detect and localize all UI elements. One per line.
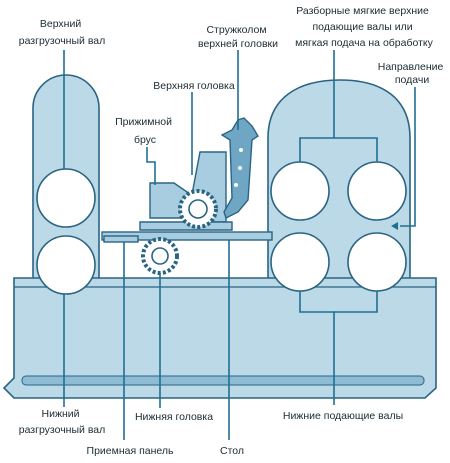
lower-feed-rolls-label: Нижние подающие валы xyxy=(283,410,403,422)
upper-outfeed-roll xyxy=(36,168,96,228)
upper-outfeed-roll-label: Верхний разгрузочный вал xyxy=(19,18,106,47)
lower-feed-roll-right xyxy=(347,232,407,292)
table xyxy=(101,231,273,241)
base-rail xyxy=(21,375,425,386)
infeed-panel xyxy=(103,235,139,243)
lower-outfeed-roll-label: Нижний разгрузочный вал xyxy=(19,408,106,436)
top-head-label: Верхняя головка xyxy=(153,80,235,92)
bottom-head-label: Нижняя головка xyxy=(135,411,213,423)
chipbreaker-bolt-2 xyxy=(238,166,242,170)
lower-outfeed-roll xyxy=(36,235,96,295)
right-housing xyxy=(267,79,411,281)
feed-direction-arrow xyxy=(391,222,398,230)
top-head-assembly xyxy=(139,117,259,231)
chipbreaker-bolt-3 xyxy=(234,183,238,187)
machine-body xyxy=(2,74,437,399)
infeed-panel-label: Приемная панель xyxy=(87,445,174,457)
lower-feed-roll-left xyxy=(270,232,330,292)
upper-feed-roll-right xyxy=(347,161,407,221)
pressure-bar-label: Прижимной брус xyxy=(115,116,175,146)
feed-direction-label: Направление подачи xyxy=(378,61,447,86)
upper-feed-roll-left xyxy=(270,161,330,221)
sectional-rolls-label: Разборные мягкие верхние подающие валы и… xyxy=(295,5,433,49)
leader-lines xyxy=(63,50,416,440)
chipbreaker-label: Стружколом верхней головки xyxy=(198,24,278,50)
chipbreaker-bolt-1 xyxy=(239,148,243,152)
bottom-head-hub xyxy=(151,247,169,265)
table-label: Стол xyxy=(220,445,244,457)
pressure-shoe xyxy=(139,221,233,231)
top-head-hub xyxy=(188,199,208,219)
machine-base xyxy=(2,277,437,399)
